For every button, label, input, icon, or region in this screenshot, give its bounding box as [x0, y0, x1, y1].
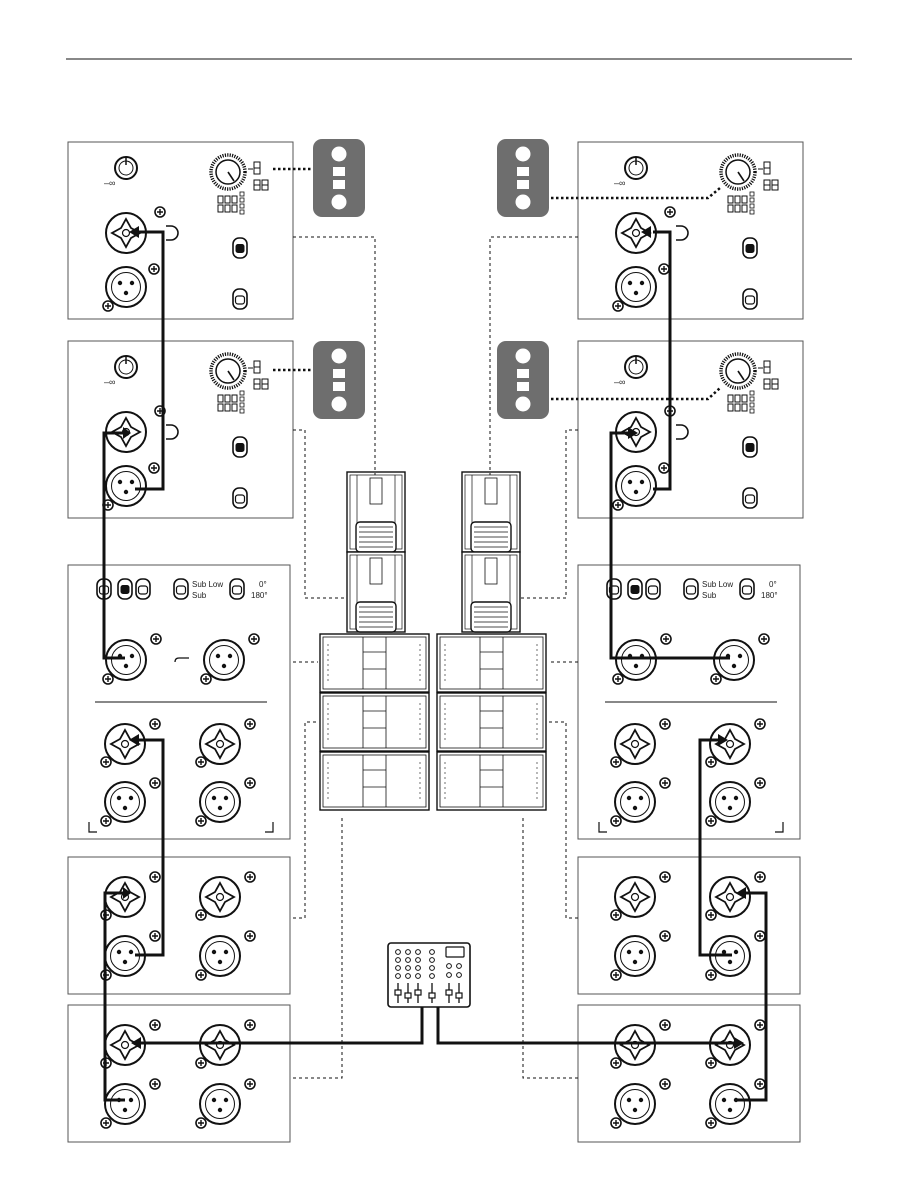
preset-cap-icon: [497, 139, 549, 217]
preset-cap-icon: [313, 139, 365, 217]
left-io-panel-2: [68, 1005, 290, 1142]
left-io-panel-1: [68, 857, 290, 994]
min-inf-label: –∞: [614, 178, 625, 188]
phase-0-label: 0°: [769, 580, 777, 589]
sub-low-label: Sub Low: [192, 580, 223, 589]
phase-0-label: 0°: [259, 580, 267, 589]
sub-label: Sub: [702, 591, 717, 600]
preset-cap-icon: [313, 341, 365, 419]
right-top-speaker-panel-1: –∞: [578, 142, 803, 319]
left-top-speaker-panel-1: –∞: [68, 142, 293, 319]
min-inf-label: –∞: [104, 178, 115, 188]
preset-cap-icon: [497, 341, 549, 419]
phase-180-label: 180°: [761, 591, 778, 600]
phase-180-label: 180°: [251, 591, 268, 600]
min-inf-label: –∞: [614, 377, 625, 387]
sub-label: Sub: [192, 591, 207, 600]
min-inf-label: –∞: [104, 377, 115, 387]
mixer-console: [388, 943, 470, 1007]
sub-low-label: Sub Low: [702, 580, 733, 589]
left-speaker-stack: [320, 472, 429, 810]
left-top-speaker-panel-2: –∞: [68, 341, 293, 518]
right-speaker-stack: [437, 472, 546, 810]
left-sub-panel: Sub Low Sub 0° 180°: [68, 565, 290, 839]
